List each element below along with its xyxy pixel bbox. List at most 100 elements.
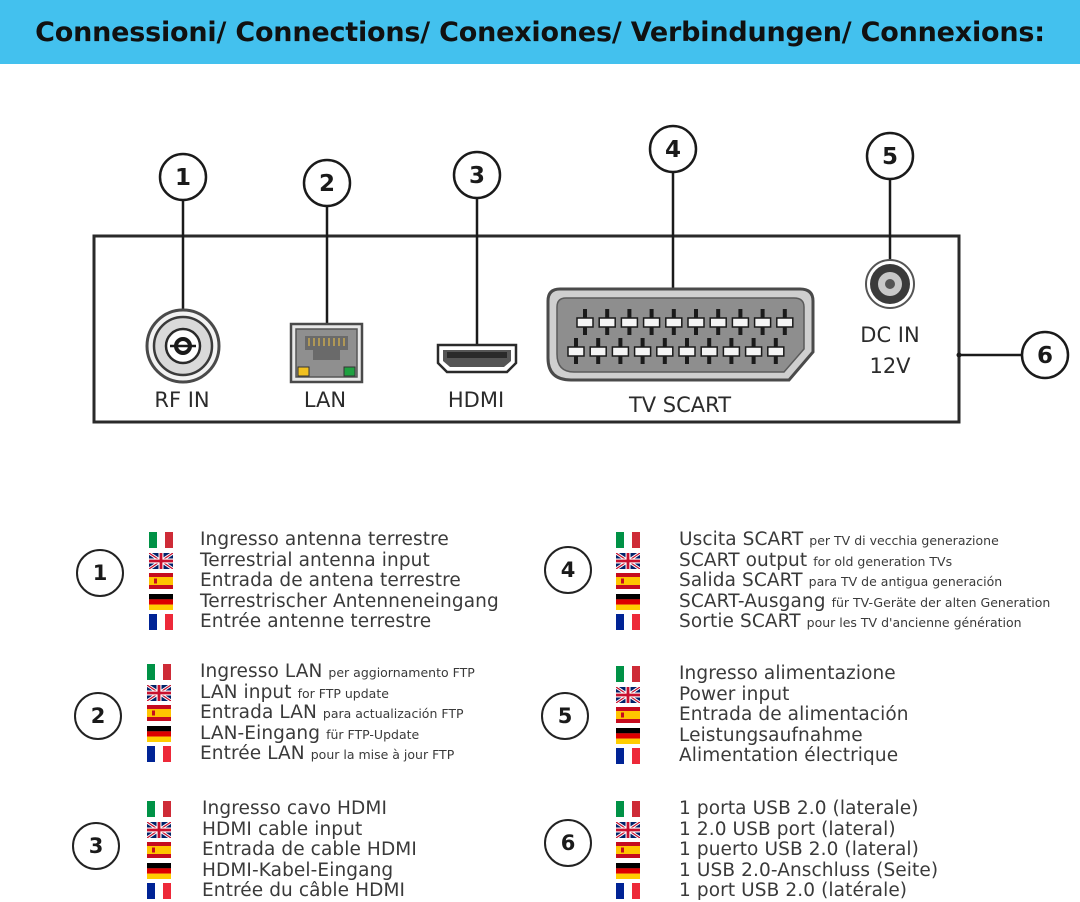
italy-flag-icon (616, 666, 640, 682)
lan-port (289, 322, 364, 384)
dc-in-jack (865, 259, 915, 309)
legend-line-text: Entrée antenne terrestre (200, 611, 432, 633)
legend-line-text: HDMI-Kabel-Eingang (202, 859, 394, 881)
legend-line-text: Sortie SCART (679, 611, 801, 633)
uk-flag-icon (147, 821, 171, 838)
legend-line: Ingresso alimentazione (679, 663, 896, 684)
uk-flag-icon (149, 552, 173, 569)
scart-label: TV SCART (628, 393, 731, 417)
scart-pin-contact (576, 317, 594, 328)
legend-line: 1 porta USB 2.0 (laterale) (679, 798, 919, 819)
legend-line-text: Entrée du câble HDMI (202, 880, 406, 902)
legend-line-text: HDMI cable input (202, 818, 363, 840)
legend-line-text: 1 puerto USB 2.0 (lateral) (679, 839, 919, 861)
scart-pin-contact (700, 346, 718, 357)
legend-line: LAN-Eingang für FTP-Update (200, 723, 419, 744)
legend-line-text: 1 porta USB 2.0 (laterale) (679, 798, 919, 819)
legend-line: HDMI cable input (202, 819, 362, 840)
scart-pin-contact (656, 346, 674, 357)
italy-flag-icon (147, 664, 171, 680)
legend-line-note: für FTP-Update (326, 726, 420, 742)
legend-line: 1 puerto USB 2.0 (lateral) (679, 839, 919, 860)
header-banner (0, 0, 1080, 64)
legend-line-text: 1 USB 2.0-Anschluss (Seite) (679, 859, 939, 881)
legend-line-text: SCART-Ausgang (679, 590, 826, 612)
france-flag-icon (616, 614, 640, 631)
legend-line: Entrada de antena terrestre (200, 570, 461, 591)
scart-pin-contact (642, 317, 661, 328)
legend-line: Power input (679, 684, 790, 705)
legend-line-text: Entrada de cable HDMI (202, 839, 417, 861)
legend-line-note: para actualización FTP (322, 706, 464, 722)
france-flag-icon (616, 883, 640, 900)
legend-number-3: 3 (72, 822, 120, 870)
legend-line-note: for FTP update (297, 685, 389, 701)
legend-line-text: Uscita SCART (679, 529, 804, 550)
spain-flag-icon (147, 842, 171, 859)
scart-pin-contact (744, 346, 763, 357)
legend-line-text: Entrada de antena terrestre (200, 570, 461, 592)
germany-flag-icon (616, 727, 640, 744)
uk-flag-icon (616, 821, 640, 838)
panel-edge-dot (956, 352, 962, 358)
legend-line: Leistungsaufnahme (679, 725, 863, 746)
lan-label: LAN (304, 388, 346, 412)
callout-1-number: 1 (175, 165, 191, 191)
legend-line-note: per TV di vecchia generazione (809, 533, 999, 548)
legend-line-note: for old generation TVs (813, 553, 953, 569)
legend-number-5: 5 (541, 692, 589, 740)
legend-line-text: Terrestrial antenna input (200, 549, 430, 571)
scart-pin-contact (767, 346, 785, 357)
legend-number-2: 2 (74, 692, 122, 740)
rf-in-connector (145, 308, 221, 384)
legend-line-note: para TV de antigua generación (808, 574, 1003, 590)
legend-line: Entrada LAN para actualización FTP (200, 702, 464, 723)
spain-flag-icon (147, 705, 171, 722)
germany-flag-icon (149, 593, 173, 610)
legend-line: HDMI-Kabel-Eingang (202, 860, 393, 881)
legend-line: Ingresso LAN per aggiornamento FTP (200, 661, 475, 682)
dc-in-label: DC IN (860, 323, 919, 347)
scart-pin-contact (589, 346, 607, 357)
france-flag-icon (616, 748, 640, 765)
legend-line-text: Ingresso LAN (200, 661, 323, 682)
callout-2-number: 2 (319, 171, 335, 197)
legend-line: Entrada de alimentación (679, 704, 909, 725)
germany-flag-icon (147, 862, 171, 879)
scart-pin-contact (620, 317, 639, 328)
uk-flag-icon (616, 686, 640, 703)
scart-pin-contact (665, 317, 683, 328)
legend-line-text: Entrée LAN (200, 743, 305, 765)
germany-flag-icon (147, 725, 171, 742)
spain-flag-icon (616, 707, 640, 724)
legend-line-text: Entrada LAN (200, 702, 317, 724)
italy-flag-icon (149, 532, 173, 548)
spain-flag-icon (616, 842, 640, 859)
callout-3: 3 (452, 150, 502, 200)
uk-flag-icon (147, 684, 171, 701)
spain-flag-icon (616, 573, 640, 590)
legend-number-1: 1 (76, 549, 124, 597)
legend-line-text: Ingresso antenna terrestre (200, 529, 449, 550)
legend-line-note: pour la mise à jour FTP (310, 747, 455, 763)
italy-flag-icon (147, 801, 171, 817)
scart-pin-contact (611, 346, 630, 357)
legend-line-text: LAN-Eingang (200, 722, 321, 744)
callout-5: 5 (865, 131, 915, 181)
legend-line-text: 1 2.0 USB port (lateral) (679, 818, 896, 840)
callout-6-number: 6 (1037, 343, 1053, 369)
legend-line: Terrestrial antenna input (200, 550, 430, 571)
legend-line-note: per aggiornamento FTP (328, 665, 475, 680)
legend-line-text: Ingresso alimentazione (679, 663, 896, 684)
legend-line: Entrée LAN pour la mise à jour FTP (200, 743, 454, 764)
legend-line: Entrée du câble HDMI (202, 880, 405, 901)
spain-flag-icon (149, 573, 173, 590)
scart-pin-contact (731, 317, 750, 328)
device-back-panel (92, 234, 961, 424)
scart-port (546, 287, 815, 382)
legend-line: Entrée antenne terrestre (200, 611, 431, 632)
callout-4-number: 4 (665, 137, 681, 163)
scart-pin-contact (567, 346, 585, 357)
